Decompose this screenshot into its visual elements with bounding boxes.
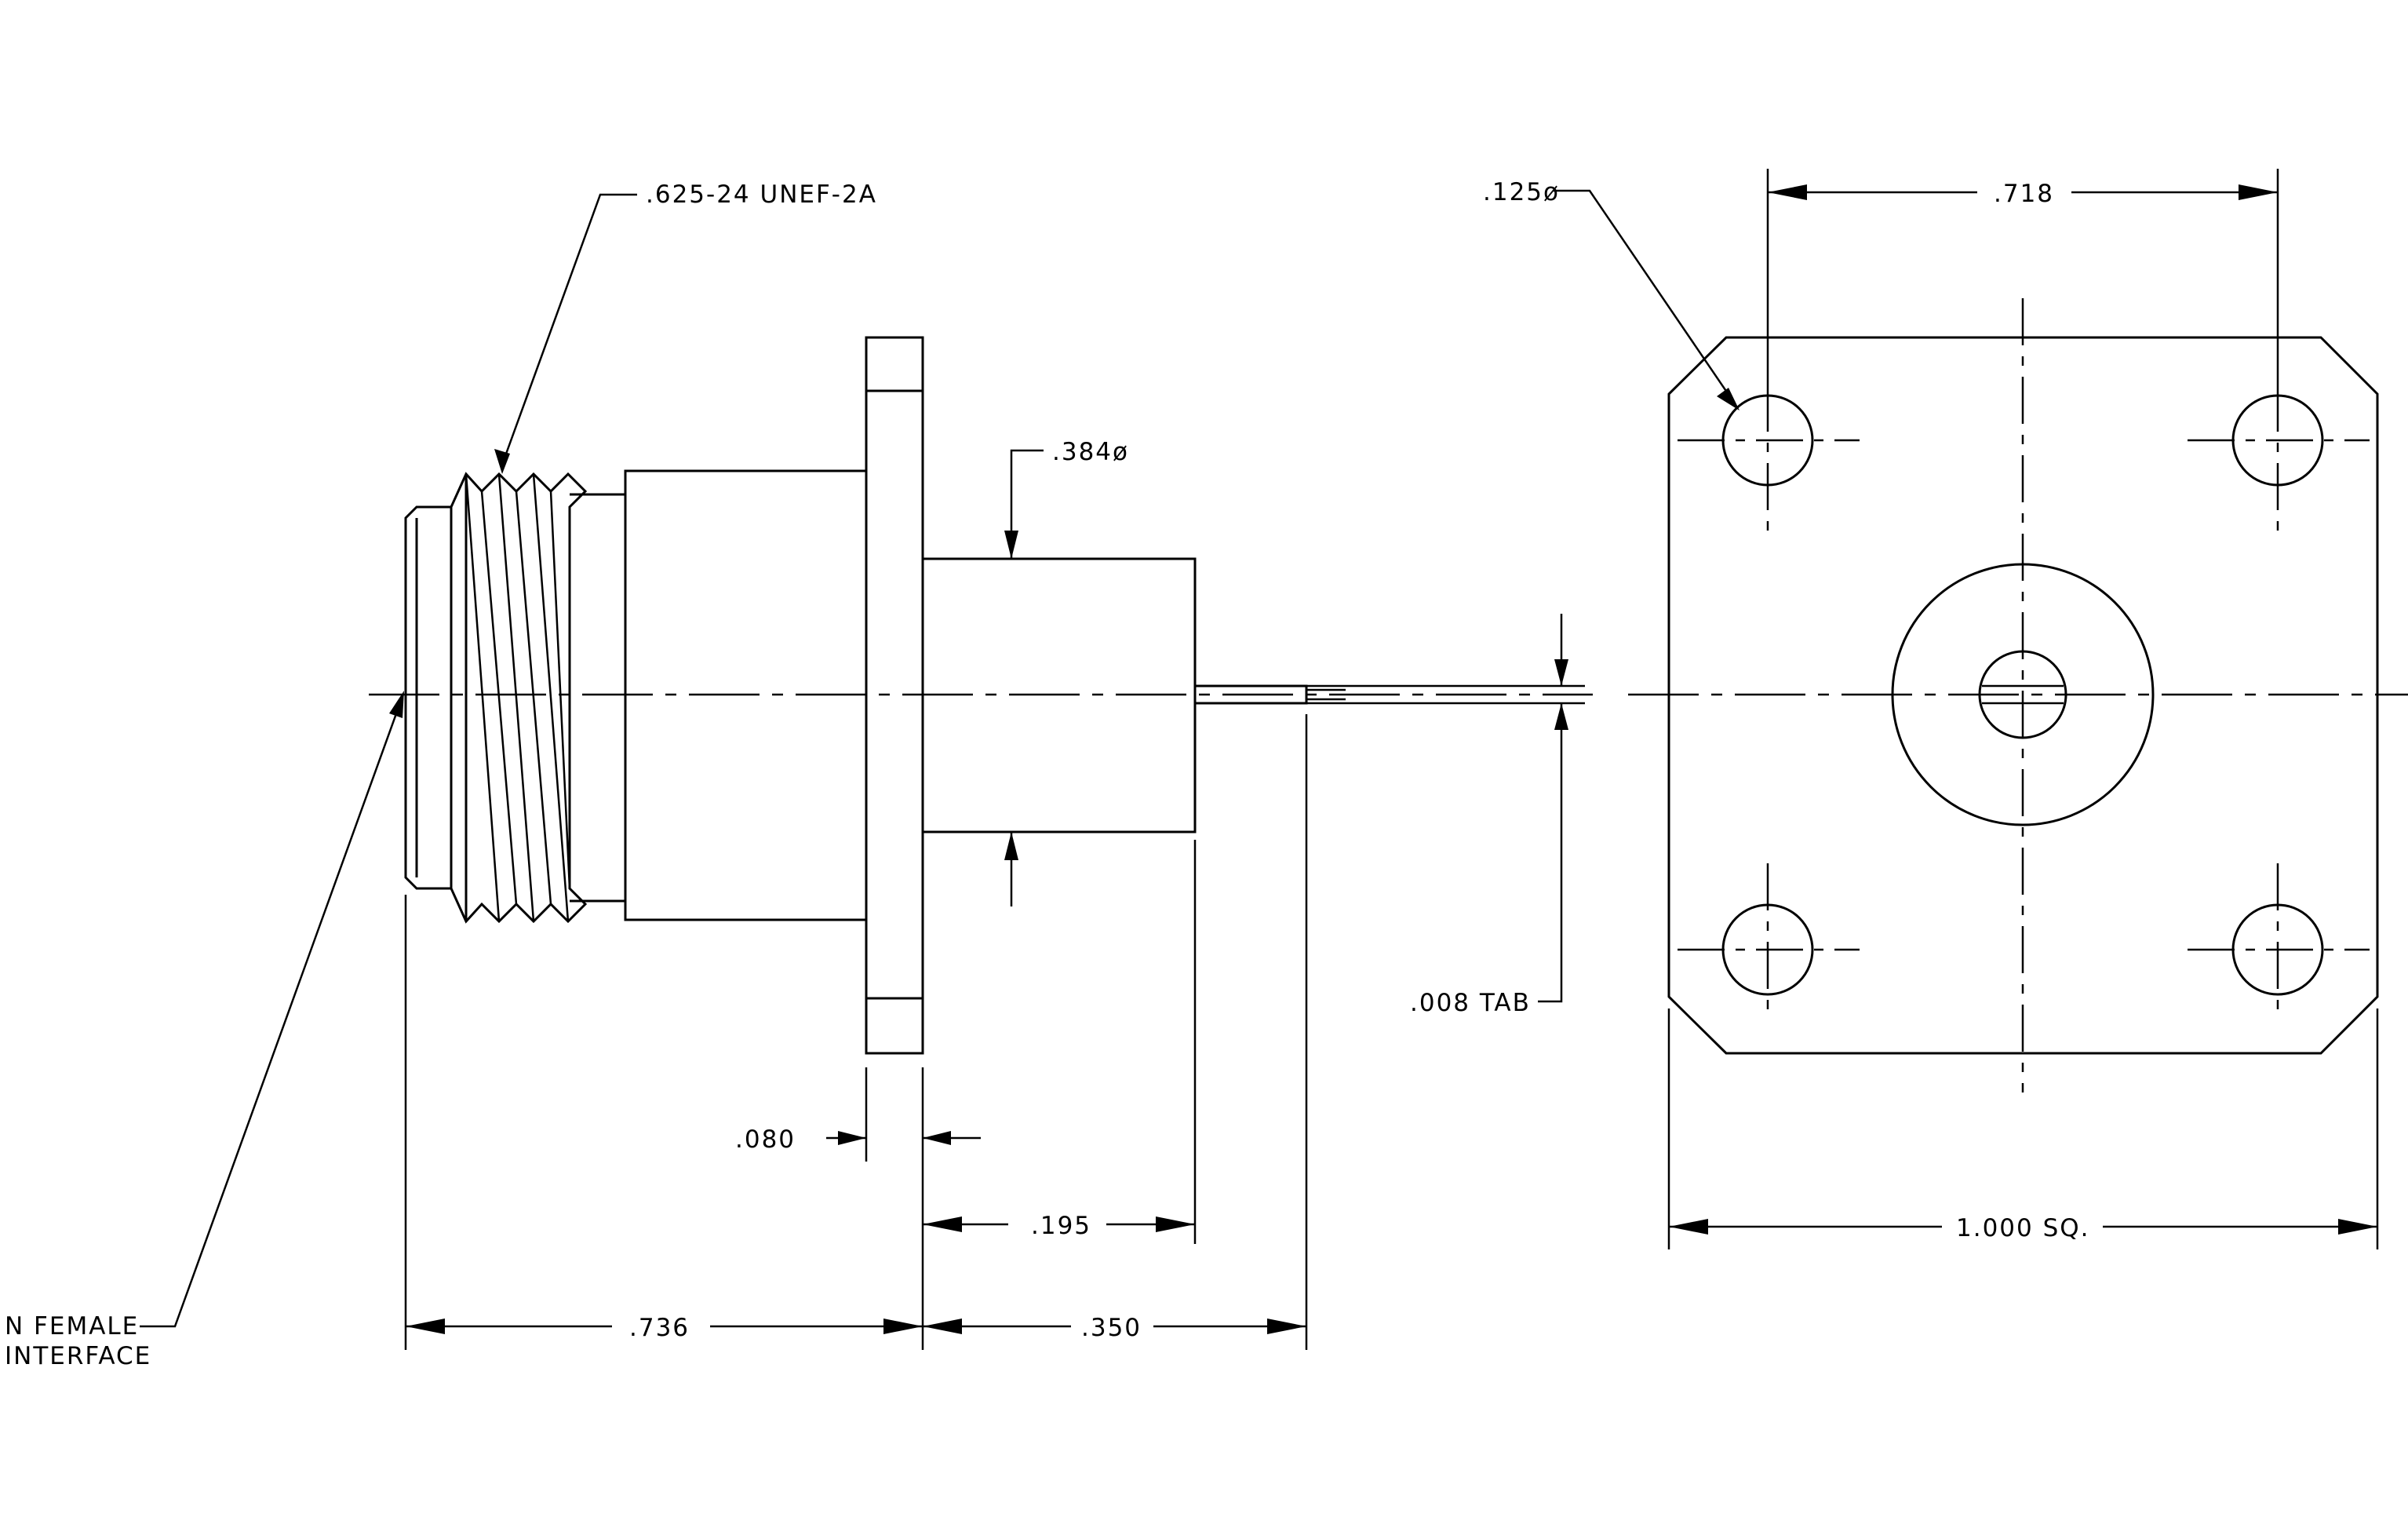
mounting-holes (1678, 385, 2370, 1012)
interface-label-1: N FEMALE (5, 1312, 139, 1340)
collar (570, 493, 627, 903)
hole-leader (1554, 189, 1736, 403)
interface-leader (140, 698, 403, 1328)
flange-thickness-label: .080 (735, 1125, 796, 1154)
body-length-label: .195 (1031, 1212, 1091, 1240)
side-view (369, 336, 1593, 1055)
body-diameter-label: .384ø (1052, 438, 1129, 466)
flange-size-label: 1.000 SQ. (1956, 1214, 2090, 1242)
front-dimensions: .125ø .718 1.000 SQ. (1483, 169, 2379, 1249)
square-flange (1667, 336, 2379, 1055)
thread-leader (501, 193, 637, 465)
body-circle (1891, 563, 2155, 826)
thread-section (450, 472, 588, 924)
flange (865, 336, 924, 1055)
thread-callout: .625-24 UNEF-2A (646, 181, 877, 209)
front-view (1628, 298, 2408, 1092)
rear-length-label: .350 (1081, 1314, 1142, 1342)
tab-thickness-label: .008 TAB (1410, 989, 1531, 1017)
hole-spacing-label: .718 (1994, 180, 2054, 208)
interface-nose (404, 505, 451, 890)
interface-label-2: INTERFACE (5, 1342, 151, 1370)
center-contact (1978, 650, 2067, 739)
rear-body (923, 557, 1197, 833)
hole-diameter-label: .125ø (1483, 178, 1560, 206)
solder-tab (1195, 684, 1308, 705)
body-dia-leader (1010, 449, 1044, 559)
front-length-label: .736 (629, 1314, 690, 1342)
side-dimensions: .625-24 UNEF-2A .384ø N FEMALE INTERFACE… (5, 181, 1568, 1370)
